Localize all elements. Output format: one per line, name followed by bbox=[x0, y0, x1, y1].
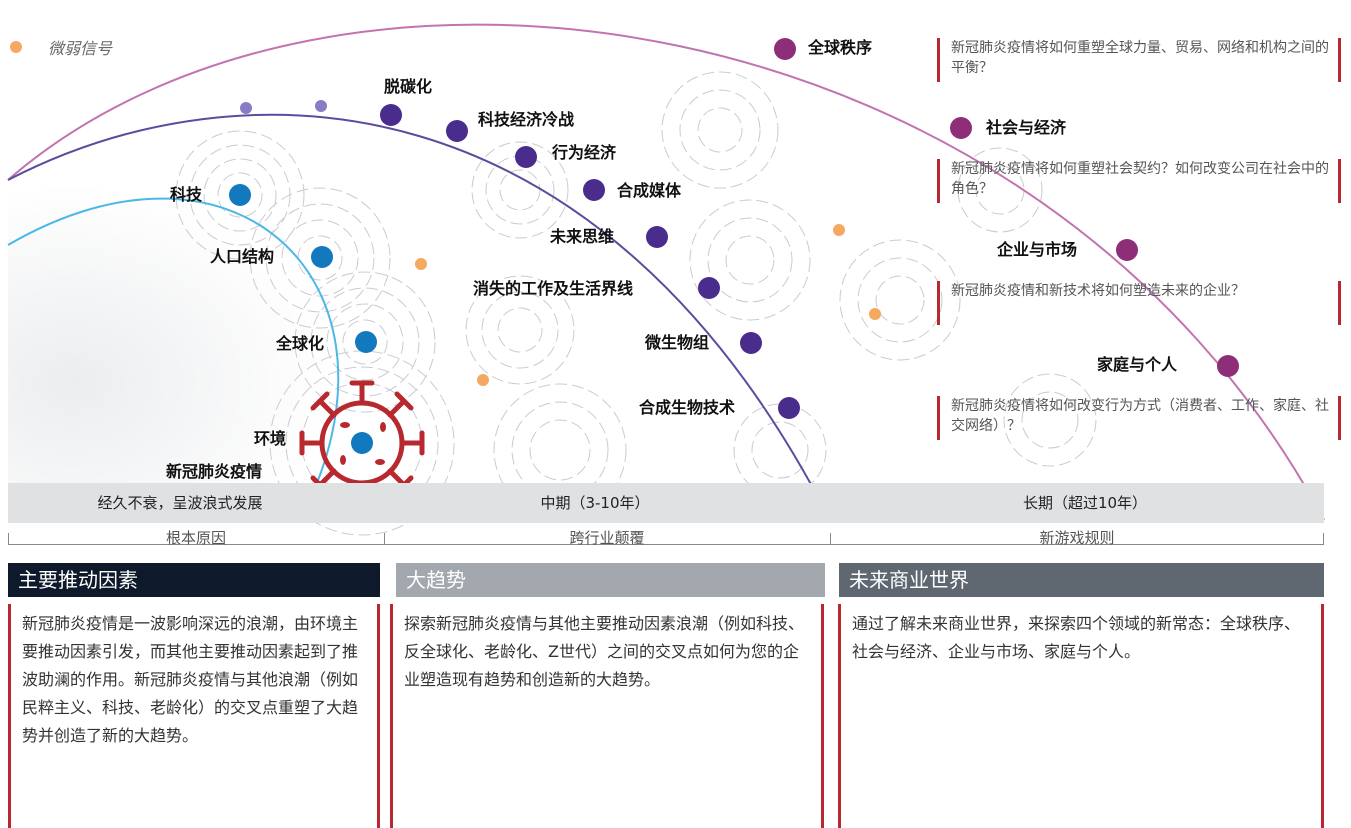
driver-label-demographics: 人口结构 bbox=[210, 247, 275, 266]
megatrend-nodes bbox=[380, 104, 800, 419]
driver-label-covid: 新冠肺炎疫情 bbox=[166, 462, 263, 481]
megatrend-label-decarbonization: 脱碳化 bbox=[384, 77, 433, 96]
question-society-economy: 新冠肺炎疫情将如何重塑社会契约？如何改变公司在社会中的角色？ bbox=[937, 159, 1341, 203]
future-world-arc bbox=[7, 23, 1325, 521]
future-label-business-market: 企业与市场 bbox=[997, 240, 1078, 259]
category-cross-industry-disruption: 跨行业颠覆 bbox=[569, 529, 645, 547]
driver-zone-shade bbox=[8, 150, 440, 483]
driver-nodes bbox=[229, 184, 377, 454]
driver-label-globalization: 全球化 bbox=[276, 334, 325, 353]
axis-tick bbox=[1323, 533, 1324, 545]
megatrend-minor-node bbox=[315, 100, 327, 112]
question-business-market: 新冠肺炎疫情和新技术将如何塑造未来的企业？ bbox=[937, 281, 1341, 325]
megatrend-label-behavioral-economics: 行为经济 bbox=[552, 143, 617, 162]
question-family-individual: 新冠肺炎疫情将如何改变行为方式（消费者、工作、家庭、社交网络）？ bbox=[937, 396, 1341, 440]
megatrend-label-microbiome: 微生物组 bbox=[645, 333, 710, 352]
megatrend-arc bbox=[7, 113, 831, 521]
category-root-causes: 根本原因 bbox=[165, 529, 226, 547]
axis-tick bbox=[8, 533, 9, 545]
weak-signal-legend-label: 微弱信号 bbox=[48, 39, 113, 58]
megatrend-label-synthetic-biology: 合成生物技术 bbox=[639, 398, 736, 417]
future-label-family-individual: 家庭与个人 bbox=[1097, 355, 1178, 374]
future-nodes bbox=[774, 38, 1239, 377]
megatrend-label-tech-cold-war: 科技经济冷战 bbox=[478, 110, 575, 129]
megatrend-minor-node bbox=[240, 102, 252, 114]
axis-tick bbox=[830, 533, 831, 545]
driver-arc bbox=[7, 197, 340, 521]
megatrend-label-vanishing-boundaries: 消失的工作及生活界线 bbox=[473, 279, 634, 298]
section-header-megatrends: 大趋势 bbox=[396, 563, 825, 597]
future-label-society-economy: 社会与经济 bbox=[986, 118, 1067, 137]
section-body-key-drivers: 新冠肺炎疫情是一波影响深远的浪潮，由环境主要推动因素引发，而其他主要推动因素起到… bbox=[8, 604, 380, 828]
section-header-key-drivers: 主要推动因素 bbox=[8, 563, 380, 597]
timeline-label-medium-term: 中期（3-10年） bbox=[540, 494, 650, 512]
weak-signal-dots bbox=[415, 224, 881, 386]
section-body-megatrends: 探索新冠肺炎疫情与其他主要推动因素浪潮（例如科技、反全球化、老龄化、Z世代）之间… bbox=[390, 604, 824, 828]
section-header-future-business: 未来商业世界 bbox=[839, 563, 1324, 597]
category-axis bbox=[8, 544, 1324, 545]
megatrend-diagram bbox=[7, 23, 1325, 536]
future-label-global-order: 全球秩序 bbox=[808, 38, 873, 57]
section-body-future-business: 通过了解未来商业世界，来探索四个领域的新常态：全球秩序、社会与经济、企业与市场、… bbox=[838, 604, 1324, 828]
driver-label-environment: 环境 bbox=[254, 429, 287, 448]
timeline-label-long-term: 长期（超过10年） bbox=[1022, 494, 1148, 512]
megatrend-label-future-thinking: 未来思维 bbox=[550, 227, 615, 246]
driver-label-tech: 科技 bbox=[170, 185, 203, 204]
megatrend-label-synthetic-media: 合成媒体 bbox=[617, 181, 682, 200]
timeline-label-enduring: 经久不衰，呈波浪式发展 bbox=[97, 494, 263, 512]
category-new-rules: 新游戏规则 bbox=[1039, 529, 1115, 547]
axis-tick bbox=[384, 533, 385, 545]
question-global-order: 新冠肺炎疫情将如何重塑全球力量、贸易、网络和机构之间的平衡？ bbox=[937, 38, 1341, 82]
weak-signal-legend-icon bbox=[10, 41, 22, 53]
timeline-band bbox=[8, 483, 1324, 523]
